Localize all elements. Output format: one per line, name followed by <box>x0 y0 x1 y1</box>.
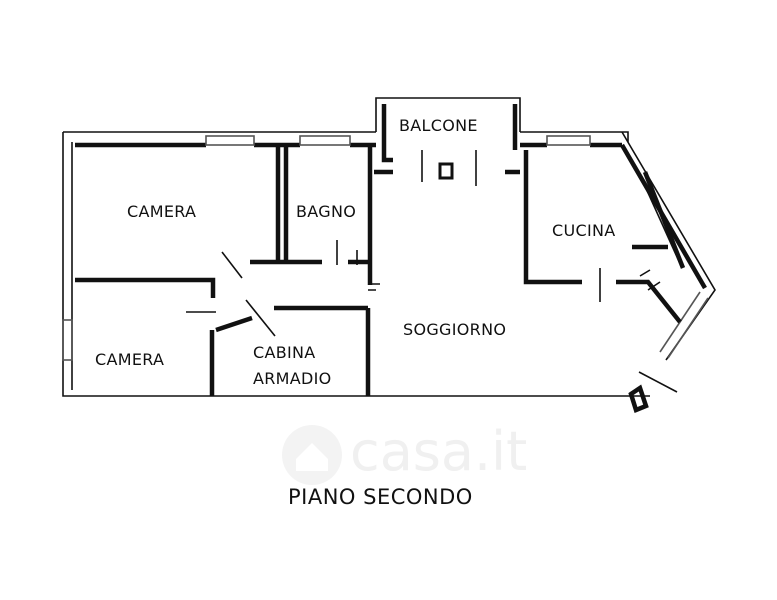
room-label-balcone: BALCONE <box>399 116 478 135</box>
windows <box>62 135 709 361</box>
watermark: casa.it <box>282 420 527 485</box>
room-label-camera-top: CAMERA <box>127 202 196 221</box>
room-label-armadio: ARMADIO <box>253 369 332 388</box>
house-logo-icon <box>282 425 342 485</box>
room-label-bagno: BAGNO <box>296 202 356 221</box>
watermark-text: casa.it <box>350 420 527 483</box>
room-label-camera-bottom: CAMERA <box>95 350 164 369</box>
room-label-cabina: CABINA <box>253 343 316 362</box>
interior-walls <box>75 145 682 396</box>
floor-title: PIANO SECONDO <box>288 485 473 509</box>
room-label-cucina: CUCINA <box>552 221 616 240</box>
room-label-soggiorno: SOGGIORNO <box>403 320 506 339</box>
outer-walls <box>62 97 716 413</box>
